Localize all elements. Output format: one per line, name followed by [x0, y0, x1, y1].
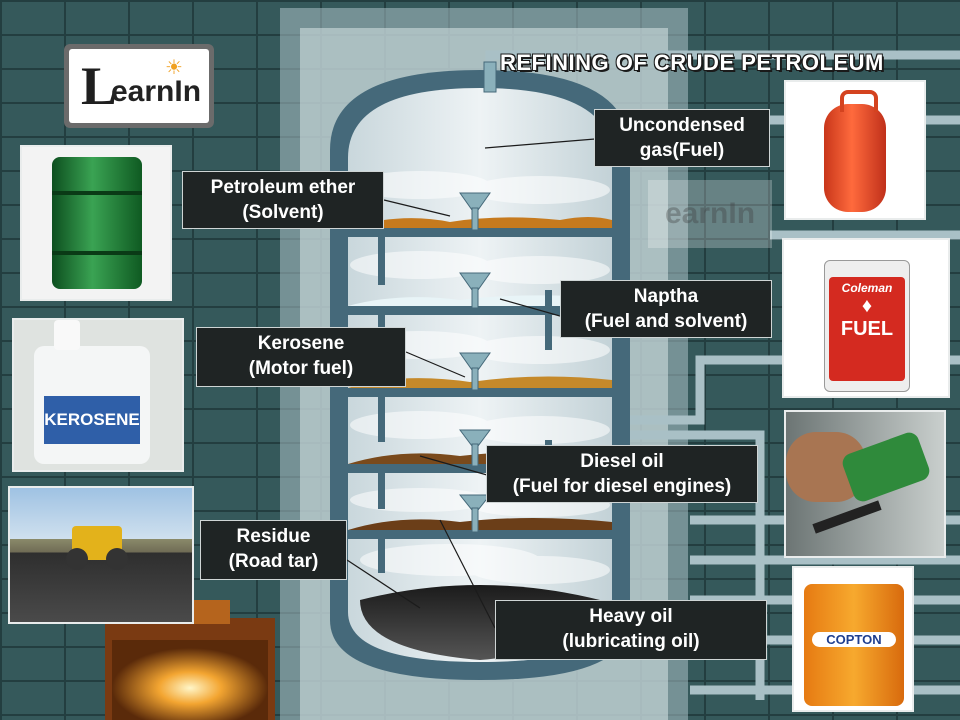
drum-photo	[20, 145, 172, 301]
watermark: earnIn	[648, 180, 772, 248]
bubble-caps	[458, 192, 492, 533]
green-drum	[52, 157, 142, 289]
trays	[348, 228, 612, 539]
label-heavy-oil: Heavy oil (lubricating oil)	[495, 600, 767, 660]
oil-can-brand: COPTON	[812, 632, 896, 647]
gas-cylinder	[824, 104, 886, 212]
kerosene-label: KEROSENE	[44, 396, 140, 444]
oil-can-photo: COPTON	[792, 566, 914, 712]
fuel-can-photo: Coleman ♦ FUEL	[782, 238, 950, 398]
fuel-can: Coleman ♦ FUEL	[824, 260, 910, 392]
road-photo	[8, 486, 194, 624]
logo: L earnIn ☀	[64, 44, 214, 128]
flame-icon: ♦	[861, 295, 873, 317]
page-title: REFINING OF CRUDE PETROLEUM	[500, 50, 884, 75]
fuel-nozzle-photo	[784, 410, 946, 558]
label-uncondensed-gas: Uncondensed gas(Fuel)	[594, 109, 770, 167]
fuel-can-word: FUEL	[840, 318, 894, 340]
label-naptha: Naptha (Fuel and solvent)	[560, 280, 772, 338]
pointer-lines	[346, 138, 596, 629]
fuel-can-brand: Coleman	[841, 281, 893, 295]
oil-can: COPTON	[804, 584, 904, 706]
label-residue: Residue (Road tar)	[200, 520, 347, 580]
gas-cylinder-photo	[784, 80, 926, 220]
label-diesel-oil: Diesel oil (Fuel for diesel engines)	[486, 445, 758, 503]
label-kerosene: Kerosene (Motor fuel)	[196, 327, 406, 387]
road-roller	[66, 526, 128, 570]
sun-icon: ☀	[165, 57, 183, 79]
kerosene-photo: KEROSENE	[12, 318, 184, 472]
logo-initial: L	[81, 56, 118, 116]
label-petroleum-ether: Petroleum ether (Solvent)	[182, 171, 384, 229]
logo-text: earnIn	[111, 75, 202, 108]
